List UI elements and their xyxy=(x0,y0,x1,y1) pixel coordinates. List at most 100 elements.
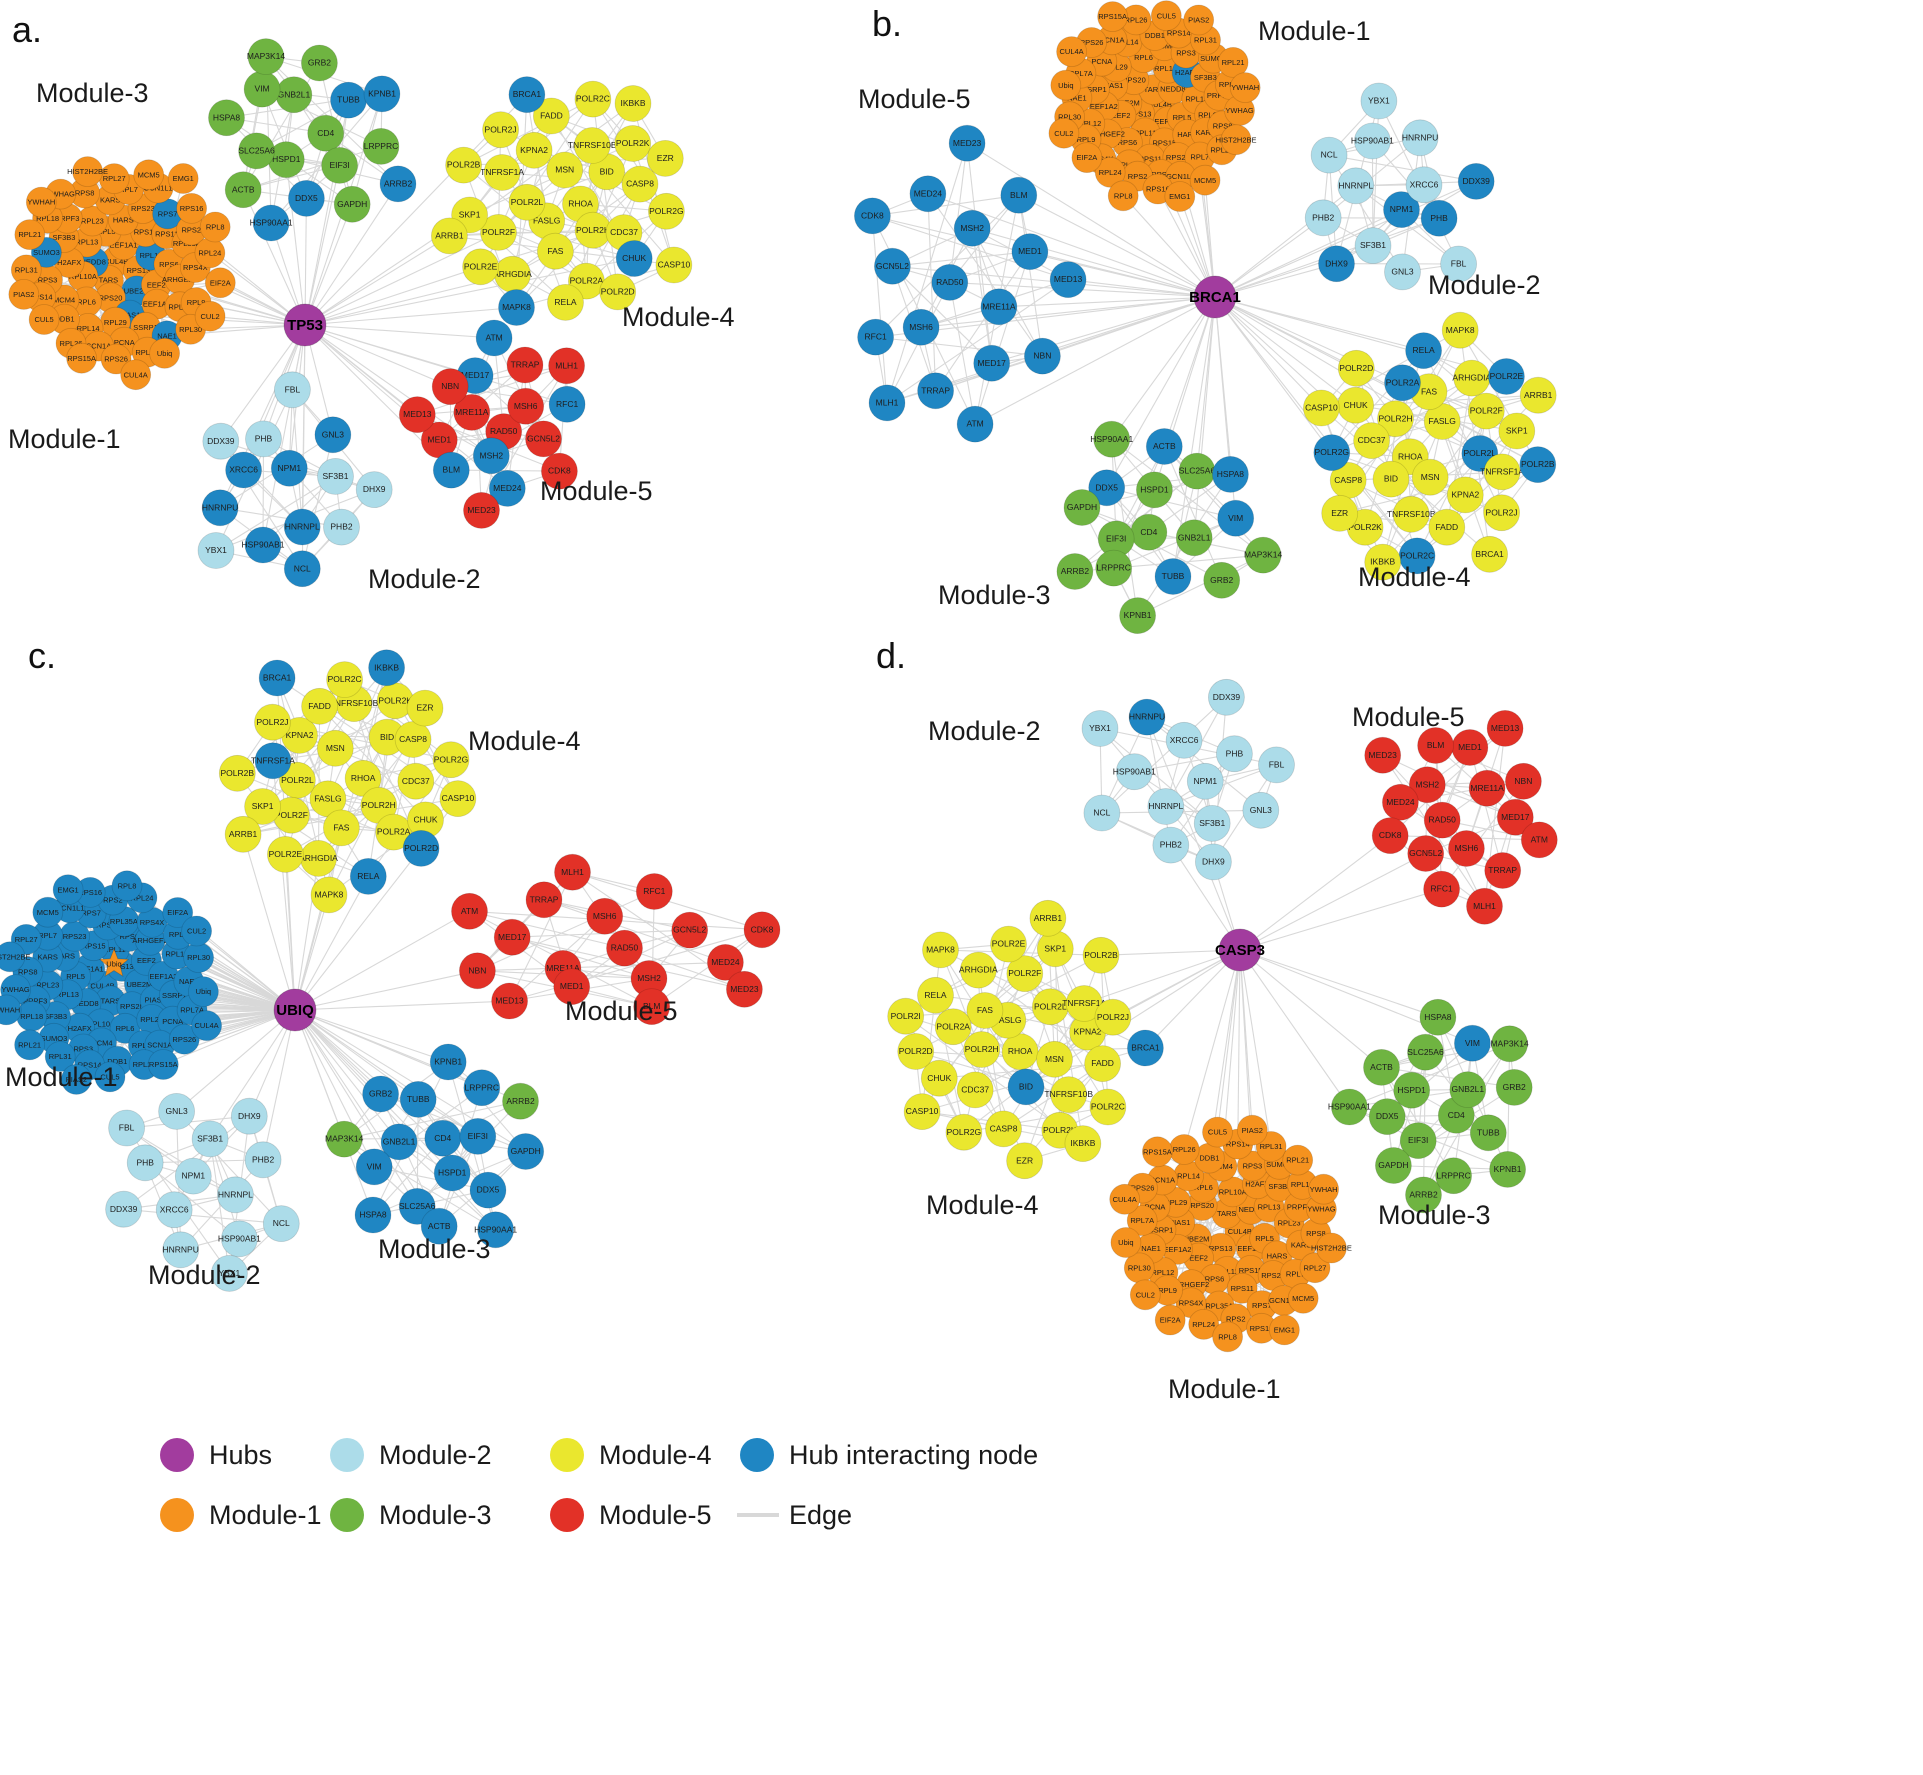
node-RELA[interactable] xyxy=(917,976,954,1014)
node-CUL2[interactable] xyxy=(181,915,213,947)
node-SKP1[interactable] xyxy=(1036,930,1074,968)
node-RPL8[interactable] xyxy=(1107,180,1139,212)
node-DDX39[interactable] xyxy=(1457,162,1495,200)
node-CUL4A[interactable] xyxy=(1109,1183,1141,1215)
node-POLR2E[interactable] xyxy=(266,836,304,873)
node-MSH2[interactable] xyxy=(472,437,510,475)
node-MAP3K14[interactable] xyxy=(1244,536,1282,574)
node-NBN[interactable] xyxy=(458,952,496,990)
node-POLR2D[interactable] xyxy=(897,1033,935,1070)
node-EIF2A[interactable] xyxy=(162,897,194,928)
node-TNFRSF10B[interactable] xyxy=(1050,1076,1088,1113)
node-GNL3[interactable] xyxy=(158,1093,196,1130)
node-MED17[interactable] xyxy=(1496,798,1534,836)
node-HSP90AB1[interactable] xyxy=(244,526,282,564)
node-EZR[interactable] xyxy=(646,139,684,177)
node-TUBB[interactable] xyxy=(1469,1114,1507,1152)
node-POLR2E[interactable] xyxy=(1488,358,1525,395)
hub-node-CASP3[interactable] xyxy=(1218,928,1262,972)
node-NCL[interactable] xyxy=(262,1205,300,1242)
node-BLM[interactable] xyxy=(432,451,470,489)
node-GCN5L2[interactable] xyxy=(525,420,562,458)
node-TRRAP[interactable] xyxy=(525,881,563,919)
node-RELA[interactable] xyxy=(349,858,387,895)
node-PHB2[interactable] xyxy=(323,508,360,546)
node-MAPK8[interactable] xyxy=(922,931,959,969)
node-POLR2I[interactable] xyxy=(887,997,925,1035)
node-POLR2J[interactable] xyxy=(482,111,520,149)
node-POLR2D[interactable] xyxy=(1337,349,1375,387)
node-HSPA8[interactable] xyxy=(1212,455,1249,493)
node-FAS[interactable] xyxy=(322,809,360,847)
node-GAPDH[interactable] xyxy=(1063,489,1101,526)
node-RPS15A[interactable] xyxy=(1142,1136,1173,1168)
node-MLH1[interactable] xyxy=(554,853,591,891)
node-SKP1[interactable] xyxy=(1498,412,1536,450)
node-CHUK[interactable] xyxy=(615,240,653,277)
node-CHUK[interactable] xyxy=(920,1059,958,1097)
node-RPL30[interactable] xyxy=(183,942,215,973)
node-GAPDH[interactable] xyxy=(1375,1147,1412,1184)
node-PHB[interactable] xyxy=(126,1144,164,1182)
node-CUL5[interactable] xyxy=(94,1061,126,1093)
node-CD4[interactable] xyxy=(1130,513,1168,551)
node-GNB2L1[interactable] xyxy=(275,76,313,114)
hub-node-TP53[interactable] xyxy=(283,303,327,347)
node-HSPA8[interactable] xyxy=(208,99,245,137)
node-RPL26[interactable] xyxy=(1168,1134,1200,1165)
node-MAP3K14[interactable] xyxy=(1491,1025,1528,1063)
node-MED23[interactable] xyxy=(726,970,763,1008)
node-BRCA1[interactable] xyxy=(508,76,546,113)
node-CUL4A[interactable] xyxy=(191,1010,223,1041)
node-POLR2D[interactable] xyxy=(599,273,637,311)
node-FADD[interactable] xyxy=(533,97,570,135)
node-CASP10[interactable] xyxy=(1303,389,1340,427)
node-SF3B1[interactable] xyxy=(1193,805,1231,842)
node-EMG1[interactable] xyxy=(1164,181,1196,212)
node-PHB[interactable] xyxy=(245,420,282,458)
node-RFC1[interactable] xyxy=(857,318,894,356)
node-LRPPRC[interactable] xyxy=(1095,549,1133,587)
node-TNFRSF1A[interactable] xyxy=(254,742,292,780)
node-RFC1[interactable] xyxy=(1423,870,1460,908)
node-MCM5[interactable] xyxy=(32,896,64,928)
node-LRPPRC[interactable] xyxy=(1435,1157,1472,1195)
node-CDC37[interactable] xyxy=(397,762,435,800)
node-VIM[interactable] xyxy=(1217,499,1255,537)
node-POLR2C[interactable] xyxy=(574,80,612,118)
node-RPL8[interactable] xyxy=(1212,1321,1243,1353)
node-POLR2E[interactable] xyxy=(990,925,1027,963)
node-CDC37[interactable] xyxy=(1353,422,1390,460)
node-YWHAH[interactable] xyxy=(1229,72,1261,103)
node-star-Ubiq[interactable] xyxy=(98,947,130,977)
node-GRB2[interactable] xyxy=(300,44,338,82)
node-PHB2[interactable] xyxy=(244,1141,282,1179)
node-RFC1[interactable] xyxy=(635,873,673,910)
node-MAPK8[interactable] xyxy=(1441,311,1479,349)
node-RHOA[interactable] xyxy=(1001,1033,1039,1070)
node-ARHGDIA[interactable] xyxy=(959,951,997,989)
node-NPM1[interactable] xyxy=(270,449,308,487)
node-CUL5[interactable] xyxy=(1202,1116,1233,1148)
node-NPM1[interactable] xyxy=(174,1157,212,1195)
node-POLR2K[interactable] xyxy=(614,125,652,162)
node-FAS[interactable] xyxy=(966,992,1004,1029)
node-MED24[interactable] xyxy=(1382,783,1419,821)
node-YWHAH[interactable] xyxy=(0,994,22,1026)
node-RPL7A[interactable] xyxy=(1126,1205,1158,1236)
node-RPS11[interactable] xyxy=(1226,1272,1258,1304)
node-ARRB2[interactable] xyxy=(379,165,417,203)
node-HSP90AB1[interactable] xyxy=(1354,122,1391,160)
node-MED24[interactable] xyxy=(707,944,744,981)
node-POLR2B[interactable] xyxy=(445,146,483,184)
node-YWHAH[interactable] xyxy=(1308,1173,1339,1205)
node-XRCC6[interactable] xyxy=(155,1191,193,1229)
node-NPM1[interactable] xyxy=(1186,762,1224,800)
node-RPL21[interactable] xyxy=(1282,1144,1314,1176)
node-TNFRSF1A[interactable] xyxy=(1483,453,1521,491)
node-POLR2H[interactable] xyxy=(574,211,612,249)
node-TRRAP[interactable] xyxy=(917,372,954,410)
node-RPL21[interactable] xyxy=(14,219,46,251)
node-CHUK[interactable] xyxy=(1337,386,1374,424)
node-RPS15A[interactable] xyxy=(66,342,97,374)
